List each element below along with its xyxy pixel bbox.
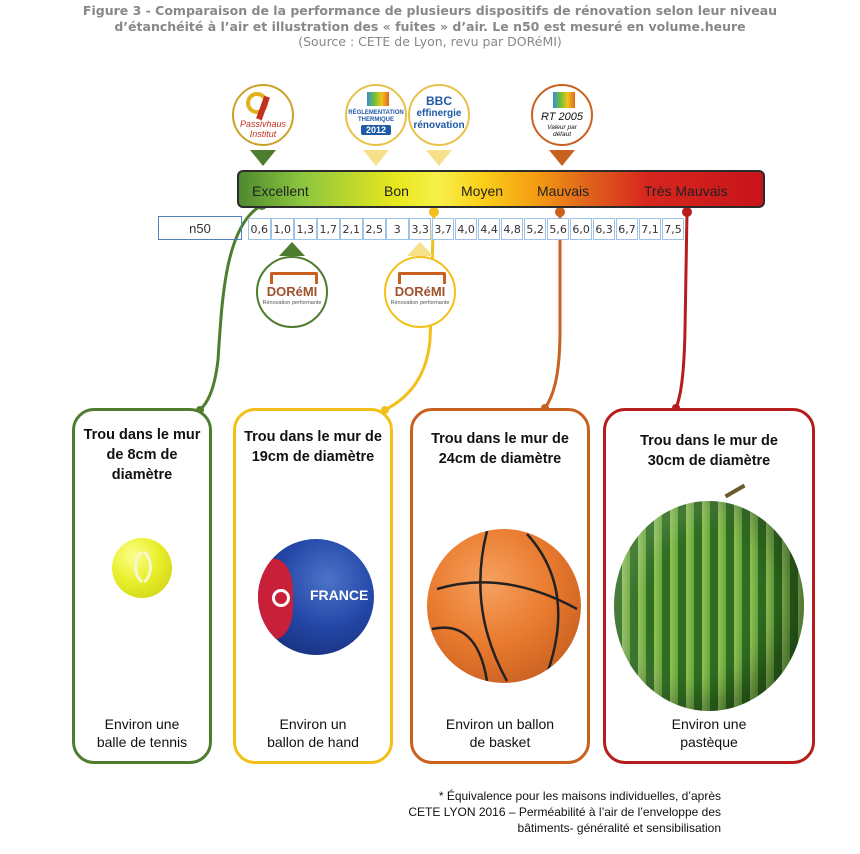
footnote: * Équivalence pour les maisons individue… — [408, 788, 721, 836]
scale-cell: 3,7 — [431, 218, 455, 240]
doremi-pointer-green — [279, 242, 305, 256]
bbc-line1: BBC — [426, 94, 452, 108]
scale-cell: 2,5 — [362, 218, 386, 240]
bar-label-excellent: Excellent — [252, 183, 309, 199]
rt2012-logo: RÉGLEMENTATION THERMIQUE 2012 — [345, 84, 407, 146]
connector-orange — [543, 212, 562, 409]
watermelon-stem-icon — [724, 483, 746, 499]
caption-line-1: Environ un — [279, 716, 347, 732]
scale-cell: 7,1 — [638, 218, 662, 240]
bar-label-mauvais: Mauvais — [537, 183, 590, 199]
rt2005-line3: défaut — [552, 131, 572, 138]
rt2012-pointer — [363, 150, 389, 166]
passivhaus-pointer — [250, 150, 276, 166]
watermelon-image — [614, 501, 804, 711]
scale-cell: 7,5 — [661, 218, 685, 240]
bar-label-bon: Bon — [384, 183, 409, 199]
card-title: Trou dans le mur de 8cm de diamètre — [83, 427, 201, 483]
card-caption: Environ un ballon de basket — [419, 715, 581, 751]
rt2005-pointer — [549, 150, 575, 166]
passivhaus-line2: Institut — [249, 129, 277, 139]
card-caption: Environ un ballon de hand — [242, 715, 384, 751]
handball-image: FRANCE — [258, 539, 374, 655]
scale-cell: 1,7 — [316, 218, 340, 240]
caption-line-2: de basket — [469, 734, 531, 750]
title-line-2: d’étanchéité à l’air et illustration des… — [114, 18, 746, 34]
doremi-pointer-yellow — [407, 242, 433, 256]
scale-cell: 5,2 — [523, 218, 547, 240]
card-title: Trou dans le mur de 24cm de diamètre — [431, 431, 569, 467]
scale-cell: 6,7 — [615, 218, 639, 240]
bbc-effinergie-logo: BBC effinergie rénovation — [408, 84, 470, 146]
basketball-lines-icon — [431, 530, 578, 682]
caption-line-1: Environ un ballon — [445, 716, 555, 732]
title-line-1: Figure 3 - Comparaison de la performance… — [82, 3, 778, 18]
bbc-pointer — [426, 150, 452, 166]
scale-cell: 0,6 — [248, 218, 271, 240]
scale-cell: 4,8 — [500, 218, 524, 240]
caption-line-1: Environ une — [104, 716, 180, 732]
doremi-tagline: Rénovation performante — [262, 300, 322, 306]
passivhaus-logo: Passivhaus Institut — [232, 84, 294, 146]
handball-text: FRANCE — [310, 587, 369, 603]
footnote-line-2: CETE LYON 2016 – Perméabilité à l’air de… — [408, 805, 721, 819]
card-tennis-ball: Trou dans le mur de 8cm de diamètre Envi… — [72, 408, 212, 764]
caption-line-1: Environ une — [671, 716, 747, 732]
card-title: Trou dans le mur de 19cm de diamètre — [244, 429, 382, 465]
marker-dot-yellow — [429, 207, 439, 217]
doremi-tagline: Rénovation performante — [390, 300, 450, 306]
scale-cell: 3,3 — [408, 218, 432, 240]
tennis-ball-image — [112, 538, 172, 598]
doremi-logo-green: DORéMI Rénovation performante — [256, 256, 328, 328]
connector-yellow — [384, 211, 436, 412]
rt2012-line2: THERMIQUE — [358, 117, 394, 123]
card-handball: Trou dans le mur de 19cm de diamètre FRA… — [233, 408, 393, 764]
basketball-image — [427, 529, 581, 683]
n50-label: n50 — [158, 216, 242, 240]
scale-cell: 6,0 — [569, 218, 593, 240]
source-line: (Source : CETE de Lyon, revu par DORéMI) — [298, 34, 562, 49]
n50-scale: 0,6 1,0 1,3 1,7 2,1 2,5 3 3,3 3,7 4,0 4,… — [248, 218, 685, 242]
card-caption: Environ une balle de tennis — [81, 715, 203, 751]
card-title: Trou dans le mur de 30cm de diamètre — [640, 433, 778, 469]
marker-dot-orange — [555, 207, 565, 217]
bar-label-tres-mauvais: Très Mauvais — [644, 183, 728, 199]
bbc-line3: rénovation — [413, 120, 465, 131]
footnote-line-1: * Équivalence pour les maisons individue… — [438, 789, 721, 803]
performance-gradient-bar — [237, 170, 765, 208]
card-caption: Environ une pastèque — [612, 715, 806, 751]
card-watermelon: Trou dans le mur de 30cm de diamètre Env… — [603, 408, 815, 764]
scale-cell: 2,1 — [339, 218, 363, 240]
bbc-line2: effinergie — [416, 108, 462, 119]
caption-line-2: ballon de hand — [267, 734, 359, 750]
scale-cell: 4,4 — [477, 218, 501, 240]
scale-cell: 3 — [385, 218, 409, 240]
marker-dot-red — [682, 207, 692, 217]
figure-caption: Figure 3 - Comparaison de la performance… — [40, 3, 820, 50]
rt2012-line1: RÉGLEMENTATION — [348, 110, 404, 116]
bar-label-moyen: Moyen — [461, 183, 504, 199]
doremi-brand: DORéMI — [266, 284, 318, 299]
caption-line-2: balle de tennis — [96, 734, 188, 750]
card-basketball: Trou dans le mur de 24cm de diamètre Env… — [410, 408, 590, 764]
passivhaus-line1: Passivhaus — [239, 119, 287, 129]
footnote-line-3: bâtiments- généralité et sensibilisation — [517, 821, 721, 835]
scale-cell: 5,6 — [546, 218, 570, 240]
scale-cell: 6,3 — [592, 218, 616, 240]
scale-cell: 1,3 — [293, 218, 317, 240]
connector-green — [198, 203, 263, 412]
doremi-logo-yellow: DORéMI Rénovation performante — [384, 256, 456, 328]
scale-cell: 1,0 — [270, 218, 294, 240]
caption-line-2: pastèque — [680, 734, 738, 750]
rt2005-line2: Valeur par — [547, 124, 577, 131]
rt2005-logo: RT 2005 Valeur par défaut — [531, 84, 593, 146]
rt2005-line1: RT 2005 — [541, 111, 583, 123]
scale-cell: 4,0 — [454, 218, 478, 240]
rt2012-line3: 2012 — [361, 125, 391, 135]
doremi-brand: DORéMI — [394, 284, 446, 299]
